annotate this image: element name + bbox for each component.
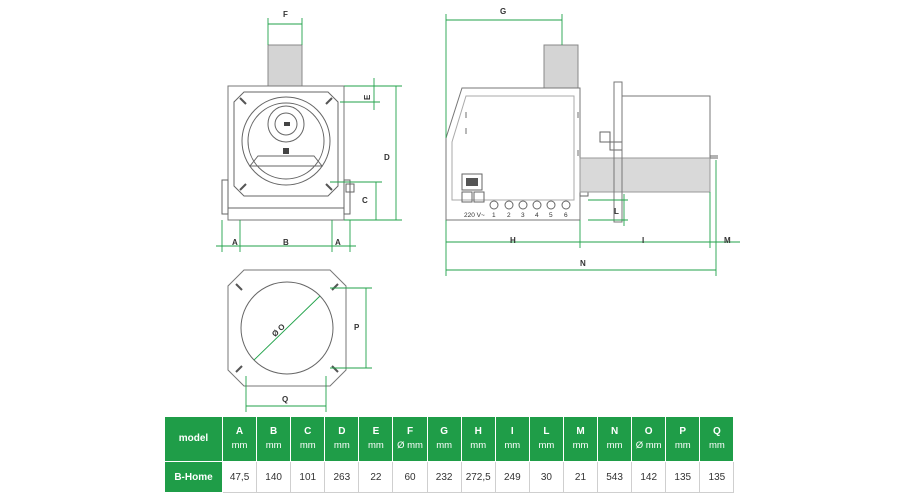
voltage-label: 220 V~	[464, 212, 485, 219]
spec-cell: 135	[665, 461, 701, 493]
spec-cell: 232	[426, 461, 462, 493]
dim-label-p: P	[354, 323, 360, 332]
flange-view: Ø O P Q	[227, 269, 372, 412]
spec-cell: 30	[528, 461, 564, 493]
spec-cell: 21	[562, 461, 599, 493]
dim-label-n: N	[580, 259, 586, 268]
spec-cell: 263	[324, 461, 360, 493]
front-grate	[248, 155, 324, 167]
front-connector	[345, 183, 355, 193]
port-label-3: 3	[521, 212, 525, 219]
table-row: B-Home 47,5 140 101 263 22 60 232 272,5 …	[164, 461, 735, 493]
fuse-box	[461, 191, 473, 203]
side-view: 220 V~ 1 2 3 4 5 6 G	[445, 7, 740, 276]
dim-label-q: Q	[282, 395, 288, 404]
spec-cell: 142	[631, 461, 667, 493]
port-label-4: 4	[535, 212, 539, 219]
front-ignitor-core	[284, 122, 290, 126]
front-flange-slots	[239, 97, 333, 191]
spec-cell: 60	[392, 461, 428, 493]
port-label-1: 1	[492, 212, 496, 219]
spec-model-name: B-Home	[164, 461, 223, 493]
spec-cell: 135	[699, 461, 735, 493]
spec-header-model: model	[164, 416, 223, 462]
port-label-5: 5	[549, 212, 553, 219]
side-flange	[613, 81, 623, 223]
front-flange-plate	[233, 91, 339, 197]
power-switch	[473, 191, 485, 203]
dim-label-e: E	[363, 94, 372, 100]
spec-cell: 272,5	[460, 461, 496, 493]
side-vents	[465, 112, 579, 156]
side-burner-tube-shade	[579, 157, 711, 193]
dim-label-h: H	[510, 236, 516, 245]
port-label-2: 2	[507, 212, 511, 219]
side-body	[445, 87, 581, 221]
technical-drawing: F E D C A B A	[216, 7, 740, 412]
front-burner-inner-ring	[247, 102, 325, 180]
front-grate-clip	[283, 148, 289, 154]
port-circles	[489, 200, 571, 210]
spec-cell: 47,5	[221, 461, 258, 493]
spec-cell: 101	[290, 461, 326, 493]
spec-cell: 249	[494, 461, 530, 493]
spec-cell: 543	[597, 461, 633, 493]
front-bracket-left	[221, 179, 229, 215]
front-flue-pipe	[267, 44, 303, 88]
flange-slots	[235, 283, 339, 373]
front-ignitor	[274, 112, 298, 136]
dim-label-g: G	[500, 7, 506, 16]
dim-label-i: I	[642, 236, 644, 245]
dim-label-a-left: A	[232, 238, 238, 247]
front-bracket-right	[343, 179, 351, 215]
power-socket	[461, 173, 483, 191]
dim-label-l: L	[614, 207, 619, 216]
dim-label-f: F	[283, 10, 288, 19]
spec-cell: 140	[256, 461, 292, 493]
spec-cell: 22	[358, 461, 394, 493]
side-connector-top	[599, 131, 611, 143]
dim-label-d: D	[384, 153, 390, 162]
port-label-6: 6	[564, 212, 568, 219]
dim-label-b: B	[283, 238, 289, 247]
front-view: F E D C A B A	[216, 10, 402, 252]
side-body-inner	[451, 95, 575, 201]
flange-hole	[240, 281, 334, 375]
dim-label-m: M	[724, 236, 731, 245]
dim-label-a-right: A	[335, 238, 341, 247]
flange-diameter-line	[253, 295, 321, 361]
dim-label-c: C	[362, 196, 368, 205]
side-flue-pipe	[543, 44, 579, 90]
side-flange-overlay	[613, 81, 623, 223]
front-ignitor-ring	[267, 105, 305, 143]
power-socket-pins	[466, 178, 478, 186]
front-burner-tube	[241, 96, 331, 186]
